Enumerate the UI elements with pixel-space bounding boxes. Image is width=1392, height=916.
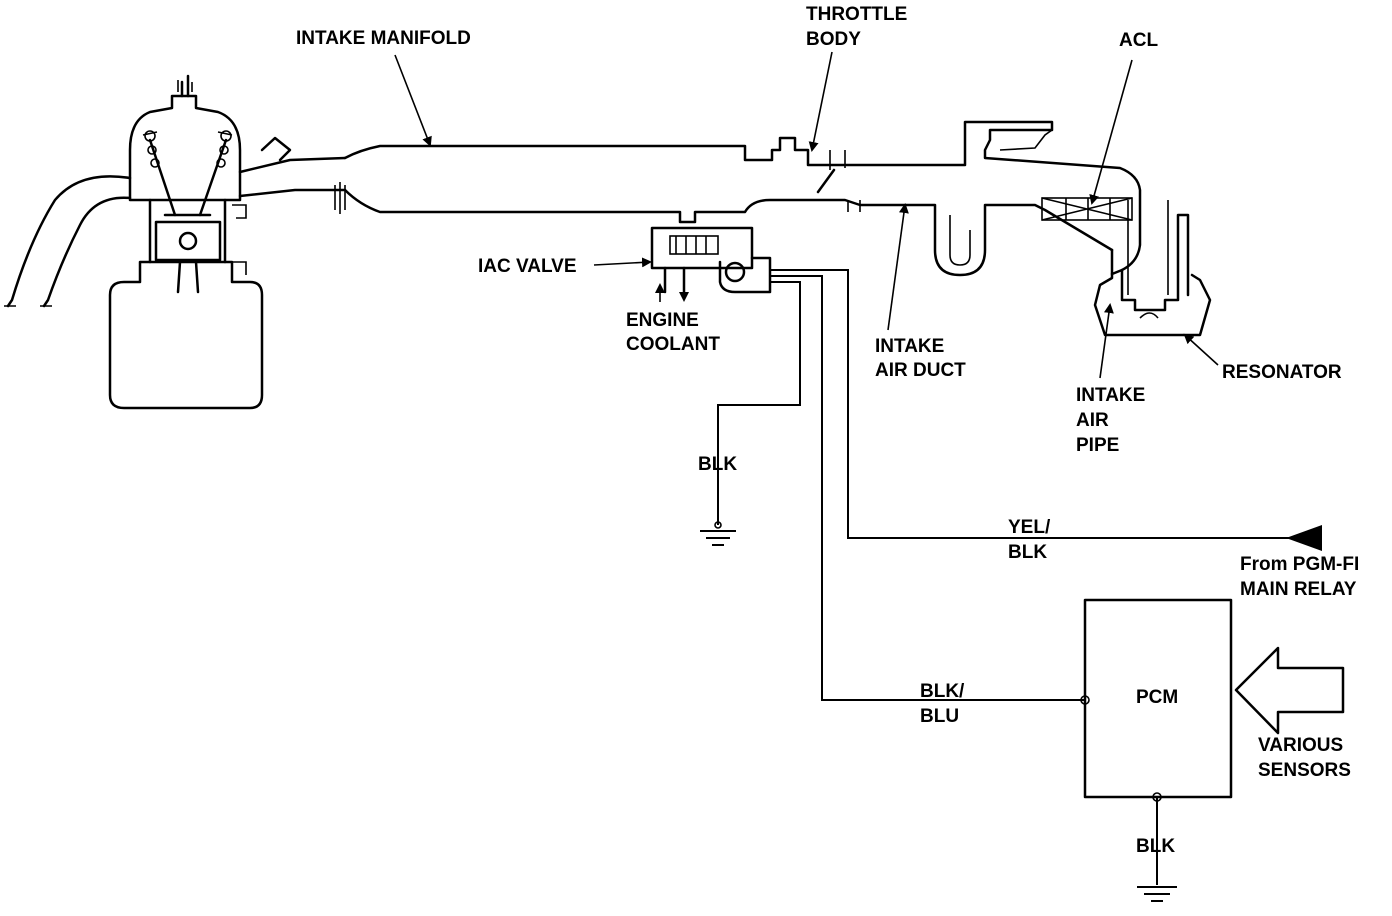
label-blk-ground: BLK <box>698 454 737 475</box>
ground-symbol-pcm <box>1137 886 1177 902</box>
iac-valve-body <box>650 226 772 294</box>
intake-tract <box>334 120 1142 277</box>
pcm-terminal-ground <box>1152 792 1162 802</box>
label-intake-air-duct-line2: AIR DUCT <box>875 360 966 381</box>
label-pcm: PCM <box>1136 687 1178 708</box>
label-from-relay-line2: MAIN RELAY <box>1240 579 1357 600</box>
label-intake-air-pipe-line3: PIPE <box>1076 435 1119 456</box>
label-yel-blk-line2: BLK <box>1008 542 1047 563</box>
wiring <box>717 269 1290 885</box>
label-iac-valve: IAC VALVE <box>478 256 577 277</box>
label-engine-coolant-line2: COOLANT <box>626 334 720 355</box>
label-intake-air-duct-line1: INTAKE <box>875 336 944 357</box>
label-blk-blu-line2: BLU <box>920 706 959 727</box>
label-various-sensors-line2: SENSORS <box>1258 760 1351 781</box>
label-yel-blk-line1: YEL/ <box>1008 517 1051 538</box>
ground-symbol-iac <box>700 521 736 546</box>
label-intake-air-pipe-line2: AIR <box>1076 410 1109 431</box>
label-various-sensors-line1: VARIOUS <box>1258 735 1343 756</box>
label-pcm-blk: BLK <box>1136 836 1175 857</box>
leader-lines <box>394 51 1219 379</box>
label-throttle-body-line2: BODY <box>806 29 861 50</box>
relay-feed-arrow-icon <box>1286 525 1322 551</box>
label-from-relay-line1: From PGM-FI <box>1240 554 1359 575</box>
label-acl: ACL <box>1119 30 1158 51</box>
pcm-box <box>1083 598 1233 799</box>
various-sensors-arrow-icon <box>1234 646 1345 735</box>
pcm-terminal-blkblu <box>1080 695 1090 705</box>
label-resonator: RESONATOR <box>1222 362 1342 383</box>
label-throttle-body-line1: THROTTLE <box>806 4 907 25</box>
label-intake-manifold: INTAKE MANIFOLD <box>296 28 471 49</box>
engine-cross-section <box>4 74 347 410</box>
resonator-assembly <box>1093 200 1212 337</box>
label-intake-air-pipe-line1: INTAKE <box>1076 385 1145 406</box>
label-engine-coolant-line1: ENGINE <box>626 310 699 331</box>
label-blk-blu-line1: BLK/ <box>920 681 965 702</box>
